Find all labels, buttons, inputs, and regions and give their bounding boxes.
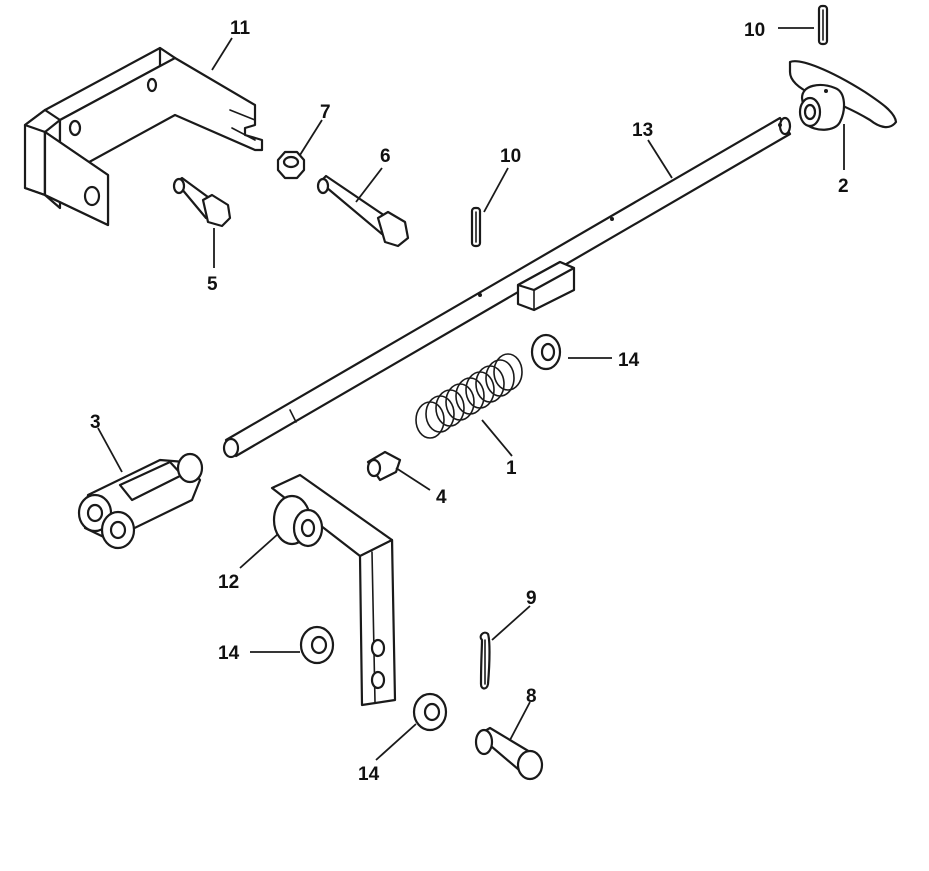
part-10-roll-pin-top [817,4,829,46]
part-13-shaft-rod [222,116,792,459]
callout-14-right: 14 [618,350,640,371]
leader-10b [483,167,509,213]
part-9-cotter-pin [479,631,491,690]
part-11-u-bracket [23,46,264,227]
leader-8 [509,701,531,741]
callout-2: 2 [838,176,849,197]
part-3-clevis [77,452,204,550]
leader-3 [97,427,123,473]
callout-12: 12 [218,572,239,593]
part-7-nut [276,150,306,180]
leader-9 [491,605,531,641]
callout-14-bottom: 14 [358,764,380,785]
callout-10-top: 10 [744,20,765,41]
part-12-l-lever [270,473,397,707]
part-2-t-handle [788,60,898,131]
leader-1 [481,419,513,457]
part-8-clevis-pin [474,726,544,781]
callout-1: 1 [506,458,517,479]
part-1-spring [415,353,523,439]
callout-4: 4 [436,487,447,508]
leader-11 [211,37,233,71]
callout-5: 5 [207,274,218,295]
part-14-washer-right [530,333,562,371]
callout-labels: 11 7 6 5 10 13 10 2 14 1 3 4 12 14 9 8 1… [90,18,849,785]
callout-7: 7 [320,102,331,123]
callout-10-middle: 10 [500,146,521,167]
callout-6: 6 [380,146,391,167]
part-4-set-screw [366,450,402,482]
leader-7 [299,119,323,156]
callout-13: 13 [632,120,653,141]
callout-11: 11 [230,18,251,39]
leader-13 [647,139,673,179]
leader-14c [375,723,417,761]
callout-9: 9 [526,588,537,609]
part-14-washer-bottom [412,692,448,732]
part-5-short-bolt [172,176,232,228]
callout-8: 8 [526,686,537,707]
leader-12 [239,533,279,569]
callout-3: 3 [90,412,101,433]
callout-14-mid: 14 [218,643,240,664]
leader-4 [395,467,431,491]
leader-lines [97,27,845,761]
part-6-long-bolt [316,174,410,248]
part-14-washer-mid [299,625,335,665]
leader-6 [355,167,383,203]
part-10-roll-pin-middle [470,206,482,248]
